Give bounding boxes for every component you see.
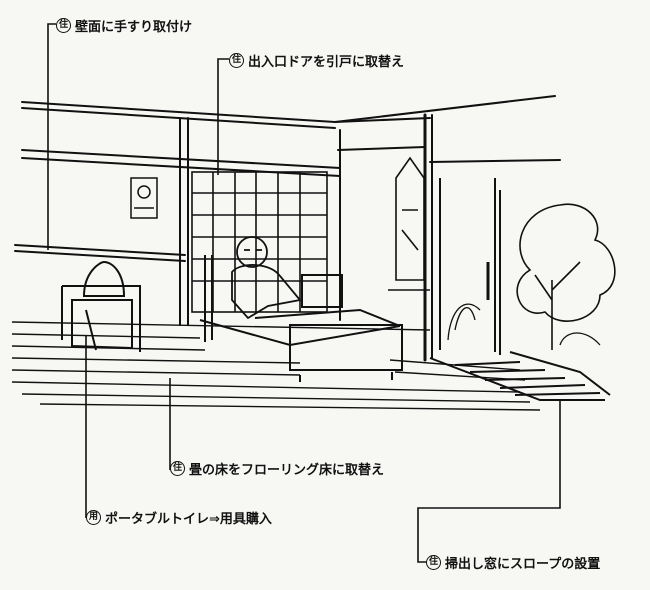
shrubs — [447, 303, 601, 346]
house-badge-icon: 住 — [229, 53, 244, 68]
elderly-person-drawing — [231, 236, 302, 320]
callout-slope-text: 掃出し窓にスロープの設置 — [445, 557, 601, 572]
callout-portable-toilet-text: ポータブルトイレ⇒用具購入 — [105, 512, 272, 527]
callout-sliding-door: 住 出入口ドアを引戸に取替え — [229, 51, 404, 70]
house-badge-icon: 住 — [56, 18, 71, 33]
callout-handrail-text: 壁面に手すり取付け — [75, 20, 193, 35]
callout-slope: 住 掃出し窓にスロープの設置 — [426, 553, 600, 572]
callout-portable-toilet: 用 ポータブルトイレ⇒用具購入 — [86, 508, 272, 527]
house-badge-icon: 住 — [426, 555, 441, 570]
flooring — [11, 321, 541, 411]
leader-lines — [47, 23, 561, 563]
house-badge-icon: 住 — [170, 461, 185, 476]
callout-sliding-door-text: 出入口ドアを引戸に取替え — [248, 55, 405, 70]
wall-scroll — [388, 156, 430, 291]
slope — [429, 351, 611, 401]
callout-flooring-text: 畳の床をフローリング床に取替え — [189, 463, 385, 478]
bed-drawing — [199, 255, 403, 382]
portable-toilet-drawing — [61, 260, 141, 352]
tree — [516, 203, 616, 350]
callout-handrail: 住 壁面に手すり取付け — [56, 16, 192, 35]
equipment-badge-icon: 用 — [86, 510, 101, 525]
callout-flooring: 住 畳の床をフローリング床に取替え — [170, 459, 384, 478]
sliding-glass-door — [439, 178, 501, 355]
hanging-scroll — [130, 177, 158, 219]
